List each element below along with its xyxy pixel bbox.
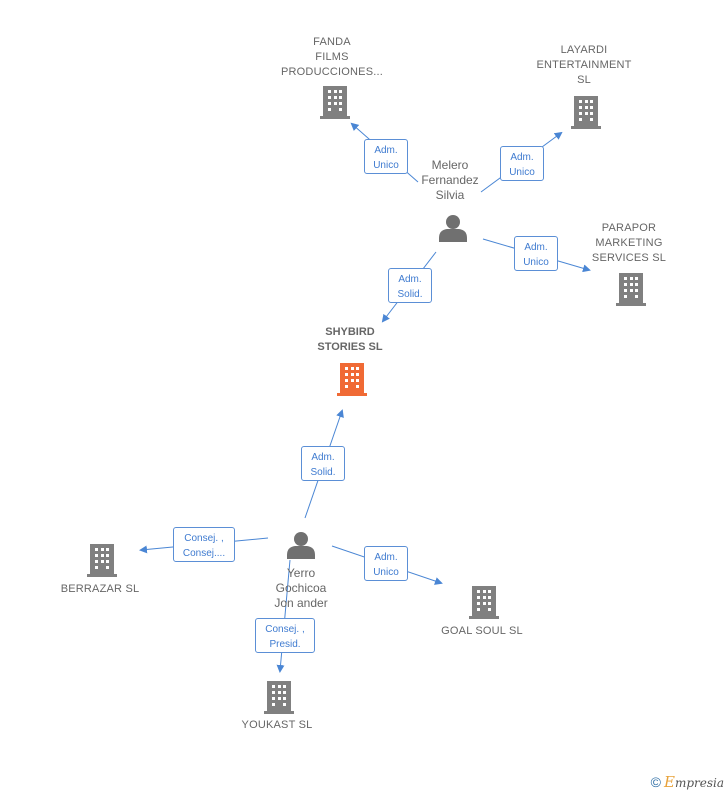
brand-footer: ©Empresia [651, 773, 724, 791]
node-label-fanda[interactable]: FANDA FILMS PRODUCCIONES... [280, 36, 383, 78]
node-label-parapor[interactable]: PARAPOR MARKETING SERVICES SL [591, 222, 667, 264]
relation-badge-melero-shybird[interactable]: Adm. Solid. [388, 268, 432, 303]
relation-badge-yerro-berrazar[interactable]: Consej. , Consej.... [173, 527, 235, 562]
relation-badge-melero-fanda[interactable]: Adm. Unico [364, 139, 408, 174]
copyright-icon: © [650, 774, 661, 790]
building-icon-parapor [616, 273, 646, 306]
node-label-youkast[interactable]: YOUKAST SL [241, 719, 313, 731]
building-icon-goalsoul [469, 586, 499, 619]
node-label-yerro[interactable]: Yerro Gochicoa Jon ander [274, 566, 328, 610]
relation-badge-yerro-shybird[interactable]: Adm. Solid. [301, 446, 345, 481]
relation-badge-melero-layardi[interactable]: Adm. Unico [500, 146, 544, 181]
building-icon-layardi [571, 96, 601, 129]
node-label-shybird[interactable]: SHYBIRD STORIES SL [317, 326, 383, 353]
node-label-goalsoul[interactable]: GOAL SOUL SL [441, 625, 523, 637]
node-label-layardi[interactable]: LAYARDI ENTERTAINMENT SL [536, 44, 632, 86]
person-icon-melero [439, 215, 467, 242]
person-icon-yerro [287, 532, 315, 559]
building-icon-youkast [264, 681, 294, 714]
building-icon-berrazar [87, 544, 117, 577]
relation-badge-yerro-goalsoul[interactable]: Adm. Unico [364, 546, 408, 581]
brand-logo: Empresia [663, 773, 724, 791]
relation-badge-melero-parapor[interactable]: Adm. Unico [514, 236, 558, 271]
node-label-berrazar[interactable]: BERRAZAR SL [60, 583, 140, 595]
building-icon-shybird [337, 363, 367, 396]
node-label-melero[interactable]: Melero Fernandez Silvia [421, 158, 479, 202]
building-icon-fanda [320, 86, 350, 119]
relation-badge-yerro-youkast[interactable]: Consej. , Presid. [255, 618, 315, 653]
